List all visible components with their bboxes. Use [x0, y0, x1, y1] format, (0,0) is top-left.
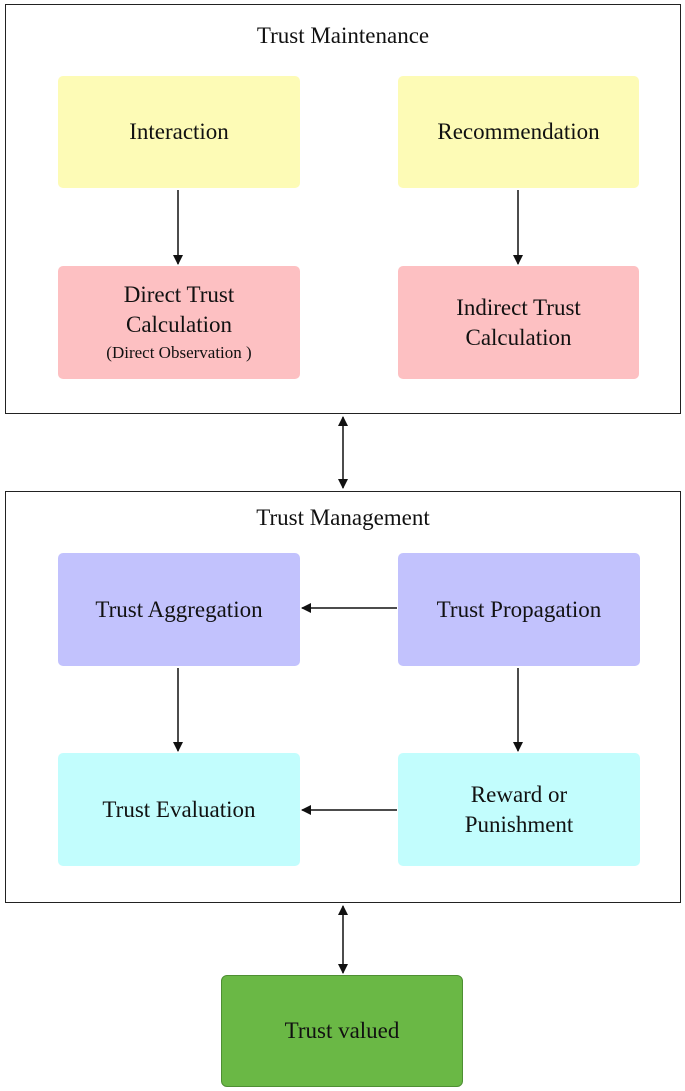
reward-punishment-node: Reward or Punishment: [398, 753, 640, 866]
direct-trust-calculation-node: Direct Trust Calculation (Direct Observa…: [58, 266, 300, 379]
trust-evaluation-node: Trust Evaluation: [58, 753, 300, 866]
trust-valued-node: Trust valued: [221, 975, 463, 1087]
trust-aggregation-label: Trust Aggregation: [95, 596, 263, 622]
interaction-node: Interaction: [58, 76, 300, 188]
trust-propagation-node: Trust Propagation: [398, 553, 640, 666]
reward-punishment-line2: Punishment: [464, 811, 574, 837]
indirect-trust-calculation-node: Indirect Trust Calculation: [398, 266, 639, 379]
trust-propagation-label: Trust Propagation: [436, 596, 602, 622]
direct-trust-subtitle: (Direct Observation ): [106, 342, 252, 362]
reward-punishment-line1: Reward or: [470, 781, 568, 807]
trust-valued-label: Trust valued: [284, 1018, 400, 1044]
recommendation-node: Recommendation: [398, 76, 639, 188]
trust-aggregation-node: Trust Aggregation: [58, 553, 300, 666]
recommendation-label: Recommendation: [437, 119, 600, 145]
direct-trust-line2: Calculation: [125, 311, 233, 337]
indirect-trust-line1: Indirect Trust: [456, 294, 581, 320]
interaction-label: Interaction: [129, 119, 229, 145]
direct-trust-line1: Direct Trust: [123, 281, 235, 307]
indirect-trust-line2: Calculation: [465, 324, 572, 350]
trust-evaluation-label: Trust Evaluation: [102, 796, 256, 822]
trust-management-title: Trust Management: [256, 505, 430, 530]
trust-maintenance-title: Trust Maintenance: [256, 23, 430, 48]
